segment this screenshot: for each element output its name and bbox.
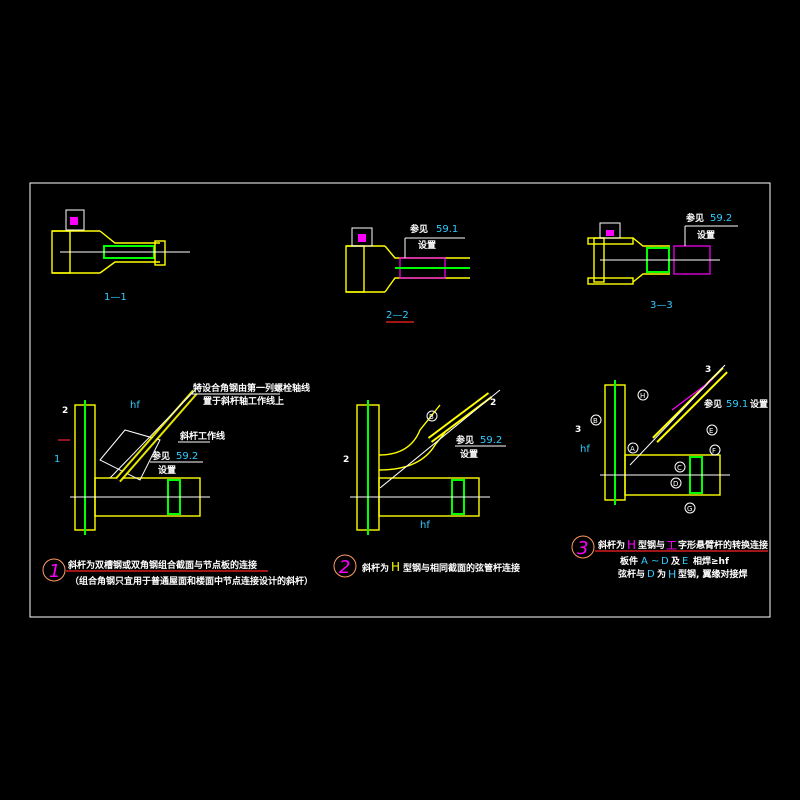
detail-3: A B C D E F G H 3 3 hf 参见 59.1 设置 3 斜杆为 … [571, 364, 768, 581]
note-part: A [641, 556, 648, 567]
title-part: 斜杆为 [597, 539, 625, 551]
ref-prefix: 参见 [152, 450, 170, 462]
detail-number-circle [333, 554, 357, 578]
part-label: E [709, 427, 713, 435]
note-tail: 设置 [418, 239, 436, 251]
part-label: A [630, 445, 635, 453]
note-num: 59.1 [436, 224, 458, 235]
weld-hf: hf [130, 400, 140, 411]
title-part: 型钢与 [638, 539, 665, 551]
detail-number: 2 [339, 557, 350, 578]
note-tail: 设置 [697, 229, 715, 241]
part-label: D [673, 480, 678, 488]
drawing-border [29, 182, 771, 618]
detail-1: 2 1 hf 特设合角钢由第一列螺栓轴线 置于斜杆轴工作线上 斜杆工作线 参见 … [42, 382, 313, 587]
note: 置于斜杆轴工作线上 [203, 395, 284, 407]
weld-hf: hf [580, 444, 590, 455]
note-part: D [647, 569, 655, 580]
detail-2: B 2 2 hf 参见 59.2 设置 2 斜杆为 H 型钢与相同截面的弦管杆连… [333, 389, 520, 578]
detail-number: 1 [49, 561, 60, 582]
ref-tail: 设置 [750, 398, 768, 410]
part-label: B [429, 413, 434, 421]
ref-tail: 设置 [460, 448, 478, 460]
ref-prefix: 参见 [704, 398, 722, 410]
section-label: 2—2 [386, 310, 409, 321]
section-mark: 1 [54, 454, 60, 465]
note-part: 板件 [620, 555, 638, 567]
section-mark: 3 [705, 365, 711, 375]
section-1-1: 1—1 [51, 209, 190, 303]
part-label: B [593, 417, 598, 425]
section-3-3: 参见 59.2 设置 3—3 [587, 212, 738, 311]
note-ref: 参见 [686, 212, 704, 224]
detail-title: 字形悬臂杆的转换连接 [678, 539, 768, 551]
section-label: 1—1 [104, 292, 127, 303]
note-part: D [661, 556, 669, 567]
part-label: H [640, 392, 645, 400]
note-part: H [668, 568, 676, 581]
note: 特设合角钢由第一列螺栓轴线 [193, 382, 310, 394]
ref-num: 59.2 [176, 451, 198, 462]
section-mark: 2 [62, 406, 68, 416]
section-label: 3—3 [650, 300, 673, 311]
section-mark: 2 [343, 455, 349, 465]
note-ref: 参见 [410, 223, 428, 235]
note-part: 相焊≥hf [693, 555, 729, 567]
detail-number: 3 [577, 538, 588, 559]
note-part: 及 [671, 556, 681, 567]
section-mark: 3 [575, 425, 581, 435]
ref-prefix: 参见 [456, 434, 474, 446]
part-label: G [687, 505, 692, 513]
ref-num: 59.2 [480, 435, 502, 446]
detail-number-circle [42, 558, 66, 582]
ref-tail: 设置 [158, 464, 176, 476]
note-part: ~ [651, 556, 659, 567]
part-label: F [712, 447, 716, 455]
detail-title: 斜杆为双槽钢或双角钢组合截面与节点板的连接 [67, 559, 257, 571]
detail-title: 型钢与相同截面的弦管杆连接 [403, 562, 520, 574]
section-mark: 2 [490, 398, 496, 408]
section-2-2: 参见 59.1 设置 2—2 [345, 223, 470, 323]
ref-num: 59.1 [726, 399, 748, 410]
title-part: H [627, 538, 636, 552]
title-part: 斜杆为 [361, 562, 389, 574]
part-label: C [677, 464, 682, 472]
note-num: 59.2 [710, 213, 732, 224]
note: 斜杆工作线 [179, 430, 225, 442]
note-part: E [682, 556, 688, 567]
note-part: 为 [657, 568, 666, 580]
weld-hf: hf [420, 520, 430, 531]
title-part: H [391, 560, 400, 574]
note-part: 弦杆与 [618, 568, 645, 580]
detail-subtitle: （组合角钢只宜用于普通屋面和楼面中节点连接设计的斜杆） [70, 575, 313, 587]
note-part: 型钢, 翼缘对接焊 [678, 568, 748, 580]
detail-number-circle [571, 535, 595, 559]
title-part: 工 [666, 539, 677, 552]
